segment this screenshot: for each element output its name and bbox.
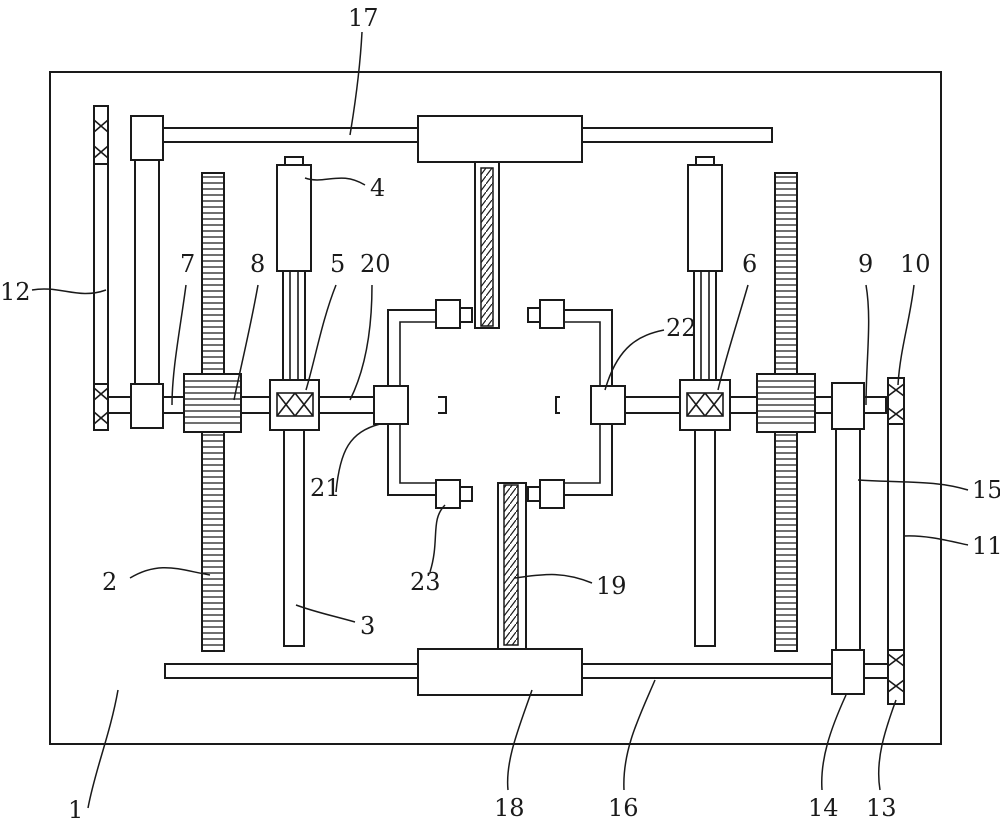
right-piston-rod	[693, 270, 717, 382]
right-bearing	[679, 379, 731, 431]
label-12: 12	[0, 278, 31, 306]
label-22: 22	[666, 314, 697, 342]
left-bearing-x4	[294, 392, 314, 417]
left-chain-x6	[93, 387, 109, 401]
left-jaw-bottom	[435, 479, 461, 509]
lower-blade	[503, 484, 519, 646]
leader-23	[429, 504, 446, 573]
left-jaw-top	[435, 299, 461, 329]
leader-15	[857, 479, 969, 491]
right-jaw-top-tip	[527, 307, 541, 323]
label-11: 11	[972, 532, 1000, 560]
label-8: 8	[250, 250, 265, 278]
leader-22	[604, 329, 665, 391]
label-6: 6	[742, 250, 757, 278]
right-cylinder	[687, 164, 723, 272]
label-17: 17	[348, 4, 379, 32]
left-hub	[373, 385, 409, 425]
left-guide-rod	[283, 429, 305, 647]
leader-10	[897, 284, 915, 386]
left-bearing-x2	[276, 392, 296, 417]
leader-12	[31, 288, 107, 295]
label-20: 20	[360, 250, 391, 278]
label-5: 5	[330, 250, 345, 278]
label-9: 9	[858, 250, 873, 278]
label-23: 23	[410, 568, 441, 596]
right-chain-top-link	[887, 377, 905, 425]
label-16: 16	[608, 794, 639, 821]
left-piston-rod	[282, 270, 306, 382]
right-jaw-bottom-tip	[527, 486, 541, 502]
right-hub	[590, 385, 626, 425]
bottom-slider-block	[417, 648, 583, 696]
label-10: 10	[900, 250, 931, 278]
leader-3	[295, 604, 356, 623]
leader-11	[903, 535, 969, 546]
leader-4	[304, 177, 366, 186]
right-chain-x2	[887, 383, 905, 397]
leader-16	[623, 679, 656, 791]
left-gear-teeth	[184, 378, 241, 428]
right-belt	[835, 382, 861, 695]
left-jaw-top-tip	[459, 307, 473, 323]
top-slider-block	[417, 115, 583, 163]
leader-7	[171, 284, 187, 406]
leader-1	[87, 689, 119, 809]
leader-6	[717, 284, 749, 391]
leader-20	[349, 284, 373, 401]
label-13: 13	[866, 794, 897, 821]
label-21: 21	[310, 474, 341, 502]
leader-19	[513, 573, 593, 584]
right-chain-bottom-link	[887, 649, 905, 705]
right-chain-x8	[887, 679, 905, 693]
label-18: 18	[494, 794, 525, 821]
left-pulley-bottom-cover	[130, 383, 164, 429]
leader-17	[349, 31, 363, 136]
leader-8	[233, 284, 259, 401]
left-bearing	[269, 379, 320, 431]
left-pulley-top	[130, 115, 164, 161]
leader-14	[820, 694, 847, 791]
right-bearing-x2	[686, 392, 706, 417]
label-1: 1	[68, 796, 83, 821]
label-2: 2	[102, 568, 117, 596]
label-19: 19	[596, 572, 627, 600]
leader-18	[506, 689, 533, 791]
leader-2	[129, 566, 211, 579]
label-7: 7	[180, 250, 195, 278]
right-chain-x4	[887, 407, 905, 421]
leader-5	[305, 284, 337, 391]
left-jaw-bottom-tip	[459, 486, 473, 502]
left-chain-x8	[93, 411, 109, 425]
right-jaw-top	[539, 299, 565, 329]
right-chain-x6	[887, 653, 905, 667]
right-pulley-top	[831, 382, 865, 430]
left-chain-x4	[93, 145, 109, 159]
right-bearing-x4	[704, 392, 724, 417]
left-chain-x2	[93, 119, 109, 133]
label-15: 15	[972, 476, 1000, 504]
right-gear-teeth	[757, 378, 815, 428]
label-3: 3	[360, 612, 375, 640]
upper-blade	[480, 167, 494, 327]
right-guide-rod	[694, 429, 716, 647]
leader-9	[865, 284, 870, 406]
right-pulley-bottom	[831, 649, 865, 695]
left-belt	[134, 115, 160, 429]
label-14: 14	[808, 794, 839, 821]
left-cylinder	[276, 164, 312, 272]
leader-21	[335, 423, 381, 493]
right-jaw-bottom	[539, 479, 565, 509]
leader-13	[877, 699, 897, 791]
label-4: 4	[370, 174, 385, 202]
